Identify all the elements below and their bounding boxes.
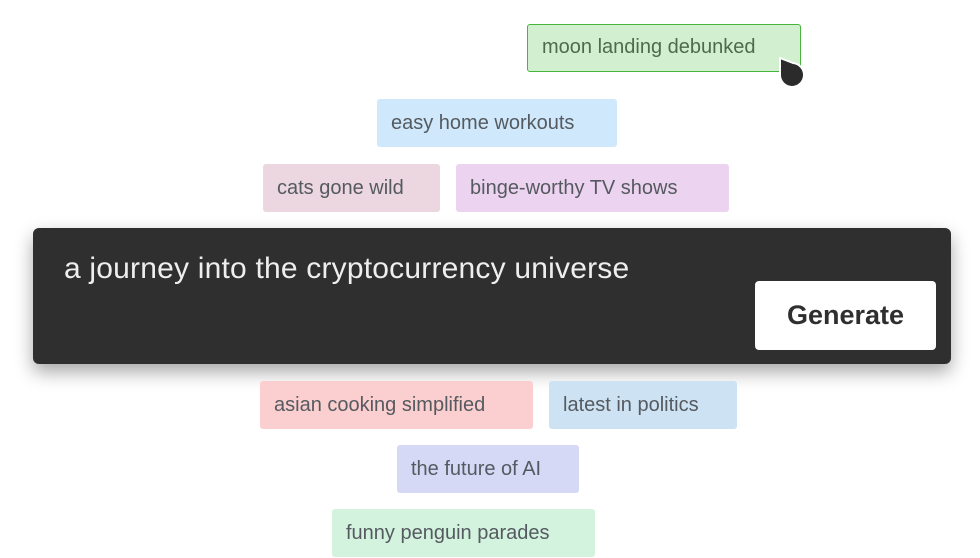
topic-chip-penguin-parades[interactable]: funny penguin parades [332, 509, 595, 557]
topic-chip-binge-tv[interactable]: binge-worthy TV shows [456, 164, 729, 212]
generate-button[interactable]: Generate [755, 281, 936, 350]
prompt-bar: a journey into the cryptocurrency univer… [33, 228, 951, 364]
topic-chip-asian-cooking[interactable]: asian cooking simplified [260, 381, 533, 429]
prompt-input[interactable]: a journey into the cryptocurrency univer… [64, 252, 630, 285]
topic-chip-cats-gone-wild[interactable]: cats gone wild [263, 164, 440, 212]
topic-chip-politics[interactable]: latest in politics [549, 381, 737, 429]
pointer-cursor-icon [779, 57, 805, 88]
topic-chip-future-ai[interactable]: the future of AI [397, 445, 579, 493]
topic-chip-moon-landing[interactable]: moon landing debunked [527, 24, 801, 72]
topic-chip-home-workouts[interactable]: easy home workouts [377, 99, 617, 147]
